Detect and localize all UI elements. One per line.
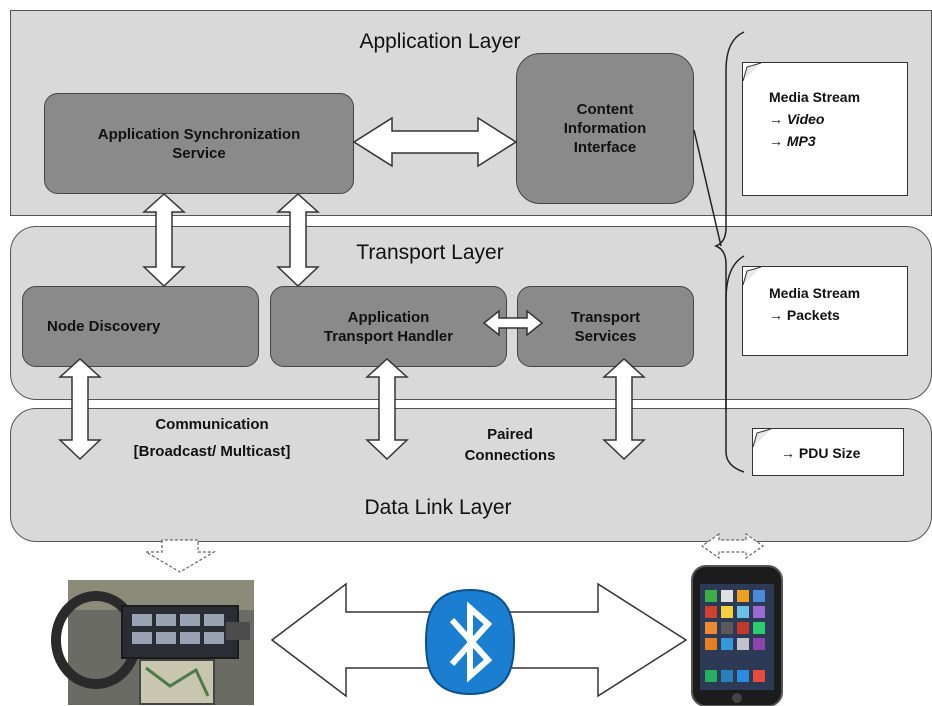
brace-upper bbox=[713, 31, 745, 410]
note2-fold bbox=[743, 267, 761, 285]
transport-services-box: Transport Services bbox=[517, 286, 694, 367]
note1-item-video: → Video bbox=[769, 111, 825, 127]
paired-line-1: Paired bbox=[487, 426, 533, 443]
paired-line-2: Connections bbox=[464, 447, 556, 464]
discovery-to-datalink-arrow bbox=[58, 357, 102, 461]
sync-to-discovery-arrow bbox=[142, 192, 186, 288]
node-discovery-box: Node Discovery bbox=[22, 286, 259, 367]
note1-fold bbox=[743, 63, 761, 81]
transport-services-line-2: Services bbox=[574, 327, 637, 345]
note2-item-packets: → Packets bbox=[769, 307, 840, 323]
note3-fold bbox=[753, 429, 771, 447]
transport-services-line-1: Transport bbox=[570, 308, 641, 326]
app-transport-line-1: Application bbox=[347, 308, 430, 326]
app-sync-line-1: Application Synchronization bbox=[97, 125, 301, 143]
content-info-interface-box: Content Information Interface bbox=[516, 53, 694, 204]
note1-title: Media Stream bbox=[769, 89, 861, 105]
communication-line-2: [Broadcast/ Multicast] bbox=[133, 443, 291, 460]
note2-title: Media Stream bbox=[769, 285, 861, 301]
content-info-line-3: Interface bbox=[573, 139, 637, 156]
brace-lower bbox=[725, 255, 745, 473]
handler-services-arrow bbox=[482, 309, 544, 337]
pdu-size-note: → PDU Size bbox=[752, 428, 904, 476]
communication-line-1: Communication bbox=[155, 416, 269, 433]
application-layer-title: Application Layer bbox=[359, 30, 521, 53]
content-info-line-1: Content bbox=[576, 101, 634, 118]
services-to-datalink-arrow bbox=[602, 357, 646, 461]
car-dashboard-image bbox=[51, 580, 254, 705]
app-sync-line-2: Service bbox=[172, 144, 226, 162]
transport-layer-title: Transport Layer bbox=[356, 241, 504, 264]
content-info-line-2: Information bbox=[563, 120, 647, 137]
datalink-layer-title: Data Link Layer bbox=[364, 496, 512, 519]
node-discovery-label: Node Discovery bbox=[47, 318, 161, 335]
sync-to-transport-handler-arrow bbox=[276, 192, 320, 288]
smartphone-image bbox=[691, 565, 783, 706]
media-stream-note-1: Media Stream → Video → MP3 bbox=[742, 62, 908, 196]
handler-to-datalink-arrow bbox=[365, 357, 409, 461]
brace-connector bbox=[693, 129, 722, 247]
datalink-to-phone-arrow bbox=[700, 532, 765, 560]
note3-item-pdu: → PDU Size bbox=[781, 445, 861, 461]
note1-item-mp3: → MP3 bbox=[769, 133, 816, 149]
media-stream-note-2: Media Stream → Packets bbox=[742, 266, 908, 356]
communication-label: Communication [Broadcast/ Multicast] bbox=[96, 414, 328, 462]
sync-content-double-arrow bbox=[352, 116, 518, 168]
bluetooth-icon bbox=[424, 588, 516, 696]
app-transport-line-2: Transport Handler bbox=[323, 327, 454, 345]
paired-connections-label: Paired Connections bbox=[440, 424, 580, 466]
datalink-to-car-arrow bbox=[143, 539, 217, 573]
app-sync-service-box: Application Synchronization Service bbox=[44, 93, 354, 194]
